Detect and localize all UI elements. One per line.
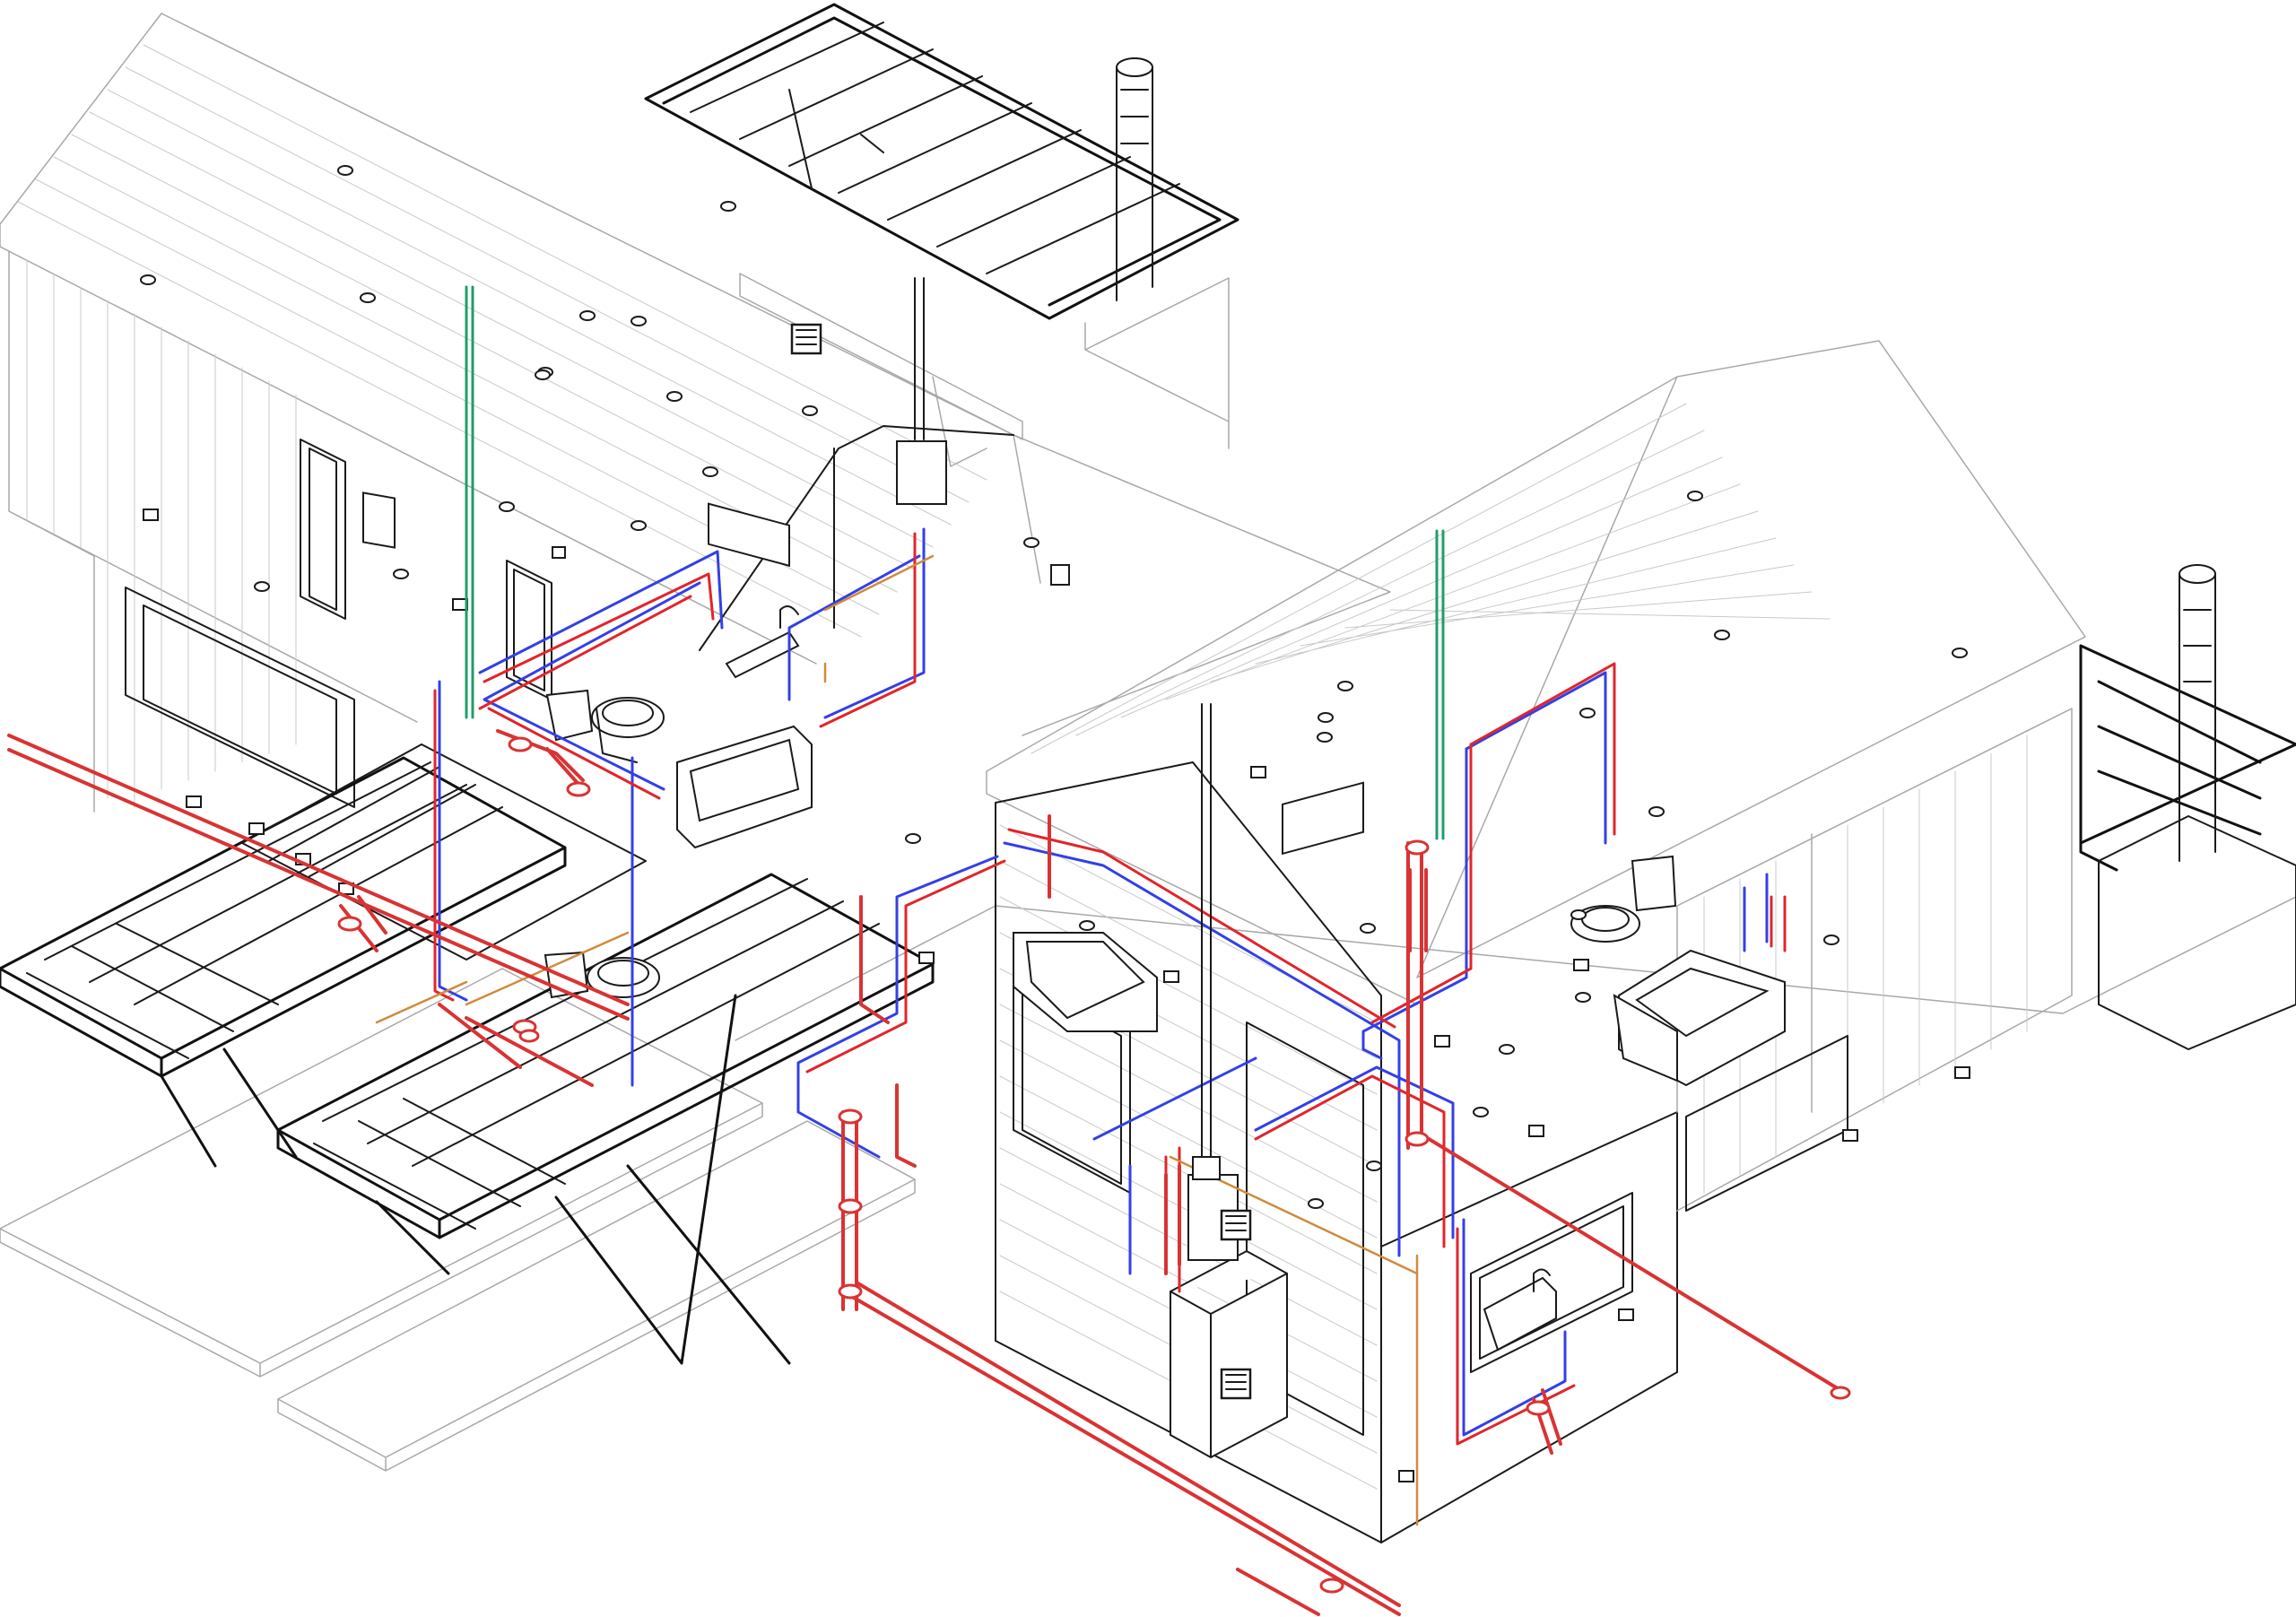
slab-left xyxy=(0,968,763,1378)
furnace-icon xyxy=(1170,1249,1288,1459)
right-utility-box xyxy=(2098,815,2296,1050)
flue-pipe xyxy=(914,277,925,440)
vent-grille-icon xyxy=(1220,1209,1252,1241)
deck-lower xyxy=(276,873,935,1239)
wall-tank xyxy=(708,502,790,568)
right-roof-outline xyxy=(986,340,2086,1005)
deck-lower-joists xyxy=(313,878,880,1230)
slab-house-base xyxy=(735,896,2296,1041)
rear-pergola xyxy=(644,3,1239,449)
left-wall-siding xyxy=(26,259,297,808)
sink-faucet-icon xyxy=(725,605,800,679)
drain-fittings xyxy=(337,736,1851,1594)
pergola-frame xyxy=(644,3,1239,320)
ground-slabs xyxy=(0,896,2296,1472)
slab-center xyxy=(277,1120,916,1472)
vent-grille-icon xyxy=(790,323,822,355)
water-heater-icon xyxy=(896,440,947,505)
pergola-rafters xyxy=(690,22,1180,274)
bathroom-vanity xyxy=(1613,994,1678,1082)
connector-roof-outline xyxy=(739,273,1023,467)
chimney-icon xyxy=(1116,57,1153,301)
chimney-icon xyxy=(2179,564,2216,862)
fixtures xyxy=(544,605,1786,1459)
vent-stack-right xyxy=(1435,529,1445,840)
deck-braces xyxy=(160,994,791,1365)
electrical-panel-icon xyxy=(362,491,396,549)
left-window-second xyxy=(506,560,552,700)
right-bay-box xyxy=(1380,1111,1678,1543)
ceiling-light-icon xyxy=(1192,703,1221,1180)
rear-wall xyxy=(1084,277,1230,449)
deck-upper xyxy=(0,756,567,1078)
left-wing xyxy=(0,13,1391,813)
right-roof-siding xyxy=(1031,403,1831,754)
wall-outlets xyxy=(143,509,1970,1482)
vent-grilles xyxy=(140,165,1970,1482)
toilet-icon xyxy=(545,689,665,763)
bay-window xyxy=(1470,1192,1633,1373)
roof-vents xyxy=(140,165,1968,1209)
left-window-tall xyxy=(300,439,346,620)
decks xyxy=(0,743,935,1365)
left-window-lower xyxy=(125,587,355,808)
plumbing-systems xyxy=(7,285,1851,1616)
deck-upper-joists xyxy=(26,761,503,1059)
right-side-wall xyxy=(1676,708,2073,1212)
right-wall-cabinet xyxy=(1282,781,1364,856)
cold-water-lines xyxy=(438,527,1769,1437)
left-roof-siding xyxy=(17,44,987,638)
left-gable-wall xyxy=(8,250,418,813)
bathtub-icon xyxy=(1013,932,1158,1032)
right-pergola xyxy=(2079,644,2296,872)
upper-deck-frame xyxy=(241,743,647,961)
vent-grille-icon xyxy=(1220,1368,1252,1400)
sink-faucet-icon xyxy=(1483,1268,1557,1352)
drain-lines xyxy=(7,729,1849,1616)
toilet-icon xyxy=(1570,855,1677,943)
right-side-siding xyxy=(1703,735,2028,1194)
bathtub-icon xyxy=(676,725,813,849)
utility-box xyxy=(1050,564,1070,586)
connector-roof xyxy=(699,273,1023,651)
vent-stack-left xyxy=(465,285,474,719)
